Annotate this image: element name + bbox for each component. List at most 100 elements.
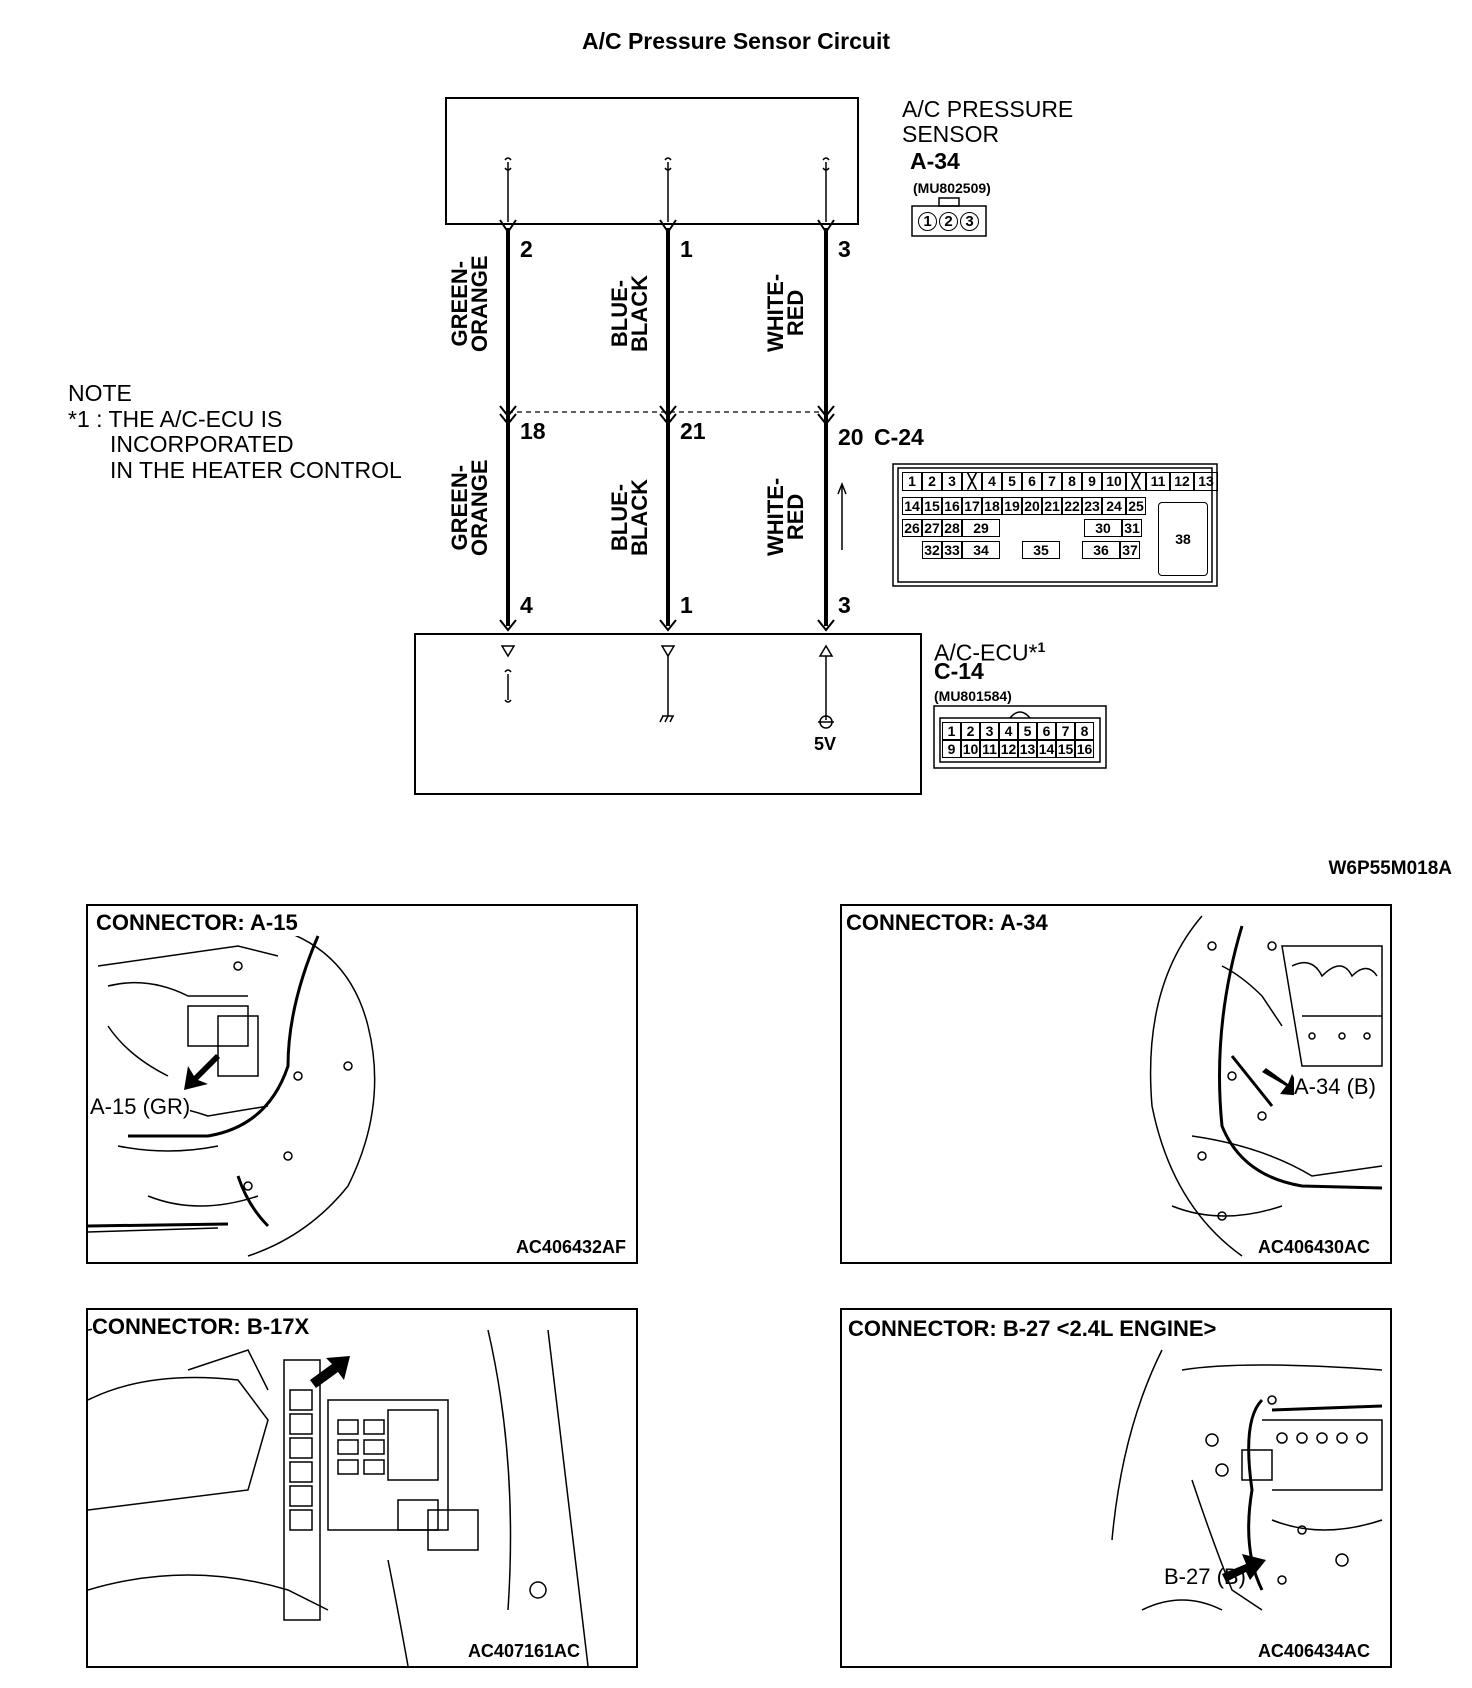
- c24-pin: 10: [1102, 472, 1126, 491]
- c24-gap: [1000, 519, 1084, 537]
- c14-pin: 16: [1075, 740, 1094, 758]
- figure-code: W6P55M018A: [1328, 858, 1452, 879]
- c24-row-3: 26 27 28 29 30 31: [902, 519, 1218, 537]
- wire-color-line2: RED: [783, 493, 808, 541]
- pin-number: 1: [680, 236, 693, 262]
- c24-pin: 19: [1002, 497, 1022, 515]
- sensor-name-line2: SENSOR: [902, 121, 1000, 147]
- c14-pin: 6: [1037, 722, 1056, 740]
- panel-title: CONNECTOR: A-15: [96, 910, 298, 936]
- intermediate-connector-id: C-24: [874, 424, 924, 450]
- wire-color-line2: ORANGE: [467, 459, 492, 556]
- pin-number: 18: [520, 418, 546, 444]
- c14-pin: 1: [942, 722, 961, 740]
- wire-color-line2: ORANGE: [467, 255, 492, 352]
- c14-connector-face: 1 2 3 4 5 6 7 8 9 10 11 12 13 14 15 16: [942, 722, 1094, 758]
- wire-color-label: GREEN-ORANGE: [447, 459, 547, 596]
- sensor-pin: 2: [939, 212, 958, 231]
- arrow-icon: [1262, 1068, 1304, 1096]
- c24-connector-face: 1 2 3 ╳ 4 5 6 7 8 9 10 ╳ 11 12 13 14 15 …: [902, 472, 1218, 559]
- c24-pin: 9: [1082, 472, 1102, 491]
- ecu-connector-id: C-14: [934, 658, 984, 684]
- c24-pin: 33: [942, 541, 962, 559]
- ecu-name-text: A/C-ECU*: [934, 639, 1038, 666]
- c24-pin: 6: [1022, 472, 1042, 491]
- c24-pin: 31: [1122, 519, 1142, 537]
- panel-figure-code: AC406434AC: [1257, 1641, 1370, 1661]
- ecu-voltage-label: 5V: [814, 734, 837, 754]
- engine-bay-illustration: [1149, 915, 1383, 1257]
- connector-panel-b27: CONNECTOR: B-27 <2.4L ENGINE> B-27 (B) A…: [840, 1308, 1392, 1668]
- sensor-part-number: (MU802509): [913, 180, 991, 196]
- ecu-footnote-mark: 1: [1037, 639, 1046, 655]
- ecu-name: A/C-ECU*1: [934, 634, 1045, 666]
- c24-row-4: 32 33 34 35 36 37: [902, 541, 1218, 559]
- wire-color-line2: RED: [783, 289, 808, 337]
- panel-callout: A-15 (GR): [90, 1094, 191, 1120]
- c14-pin: 10: [961, 740, 980, 758]
- pin-number: 3: [838, 592, 851, 618]
- c24-pin: 32: [922, 541, 942, 559]
- pin-number: 1: [680, 592, 693, 618]
- note-line2: INCORPORATED: [110, 431, 294, 457]
- c24-gap: [1000, 541, 1022, 559]
- c14-row-1: 1 2 3 4 5 6 7 8: [942, 722, 1094, 740]
- panel-title: CONNECTOR: B-17X: [92, 1314, 310, 1340]
- arrow-icon: [1222, 1554, 1266, 1582]
- c24-pin: 34: [962, 541, 1000, 559]
- c24-pin: 15: [922, 497, 942, 515]
- c24-pin: 22: [1062, 497, 1082, 515]
- c24-pin: 11: [1146, 472, 1170, 491]
- ecu-box: [414, 633, 922, 795]
- c24-row-1: 1 2 3 ╳ 4 5 6 7 8 9 10 ╳ 11 12 13: [902, 472, 1218, 491]
- c14-pin: 14: [1037, 740, 1056, 758]
- c24-gap: [1060, 541, 1082, 559]
- panel-figure-code: AC407161AC: [467, 1641, 580, 1661]
- sensor-pin-face: 1 2 3: [918, 212, 979, 231]
- c14-pin: 3: [980, 722, 999, 740]
- c14-pin: 2: [961, 722, 980, 740]
- wire-color-label: WHITE-RED: [763, 478, 844, 596]
- wire-color-label: BLUE-BLACK: [607, 479, 687, 596]
- c24-empty-slot: ╳: [962, 472, 982, 491]
- panel-callout: A-34 (B): [1294, 1074, 1376, 1100]
- pin-number: 4: [520, 592, 533, 618]
- note-line1: *1 : THE A/C-ECU IS: [68, 406, 283, 432]
- arrow-icon: [310, 1356, 350, 1388]
- circuit-schematic: [414, 97, 1218, 795]
- diagram-title: A/C Pressure Sensor Circuit: [581, 28, 891, 54]
- c24-pin: 21: [1042, 497, 1062, 515]
- c24-pin: 4: [982, 472, 1002, 491]
- c24-pin: 16: [942, 497, 962, 515]
- panel-figure-code: AC406432AF: [515, 1237, 626, 1257]
- c24-pin: 1: [902, 472, 922, 491]
- note-heading: NOTE: [68, 380, 132, 406]
- c24-pin: 35: [1022, 541, 1060, 559]
- engine-bay-illustration: [88, 925, 376, 1257]
- pin-number: 20: [838, 424, 864, 450]
- c24-pin: 26: [902, 519, 922, 537]
- sensor-name-line1: A/C PRESSURE: [902, 96, 1074, 122]
- c24-pin: 30: [1084, 519, 1122, 537]
- c24-pin: 23: [1082, 497, 1102, 515]
- c24-empty-slot: ╳: [1126, 472, 1146, 491]
- c14-pin: 15: [1056, 740, 1075, 758]
- engine-bay-illustration: [1111, 1349, 1383, 1611]
- c14-pin: 11: [980, 740, 999, 758]
- c24-row-2: 14 15 16 17 18 19 20 21 22 23 24 25: [902, 497, 1218, 515]
- pin-number: 21: [680, 418, 706, 444]
- c24-pin: 2: [922, 472, 942, 491]
- c14-pin: 12: [999, 740, 1018, 758]
- c24-pin: 28: [942, 519, 962, 537]
- c24-pin: 5: [1002, 472, 1022, 491]
- c24-pin: 13: [1194, 472, 1218, 491]
- c14-pin: 5: [1018, 722, 1037, 740]
- wire-color-line2: BLACK: [627, 275, 652, 352]
- c24-pin: 20: [1022, 497, 1042, 515]
- arrow-icon: [184, 1054, 220, 1090]
- sensor-box: [445, 97, 859, 225]
- ecu-part-number: (MU801584): [934, 688, 1012, 704]
- wire-color-label: BLUE-BLACK: [607, 275, 687, 392]
- sensor-pin: 3: [960, 212, 979, 231]
- panel-title: CONNECTOR: A-34: [846, 910, 1048, 936]
